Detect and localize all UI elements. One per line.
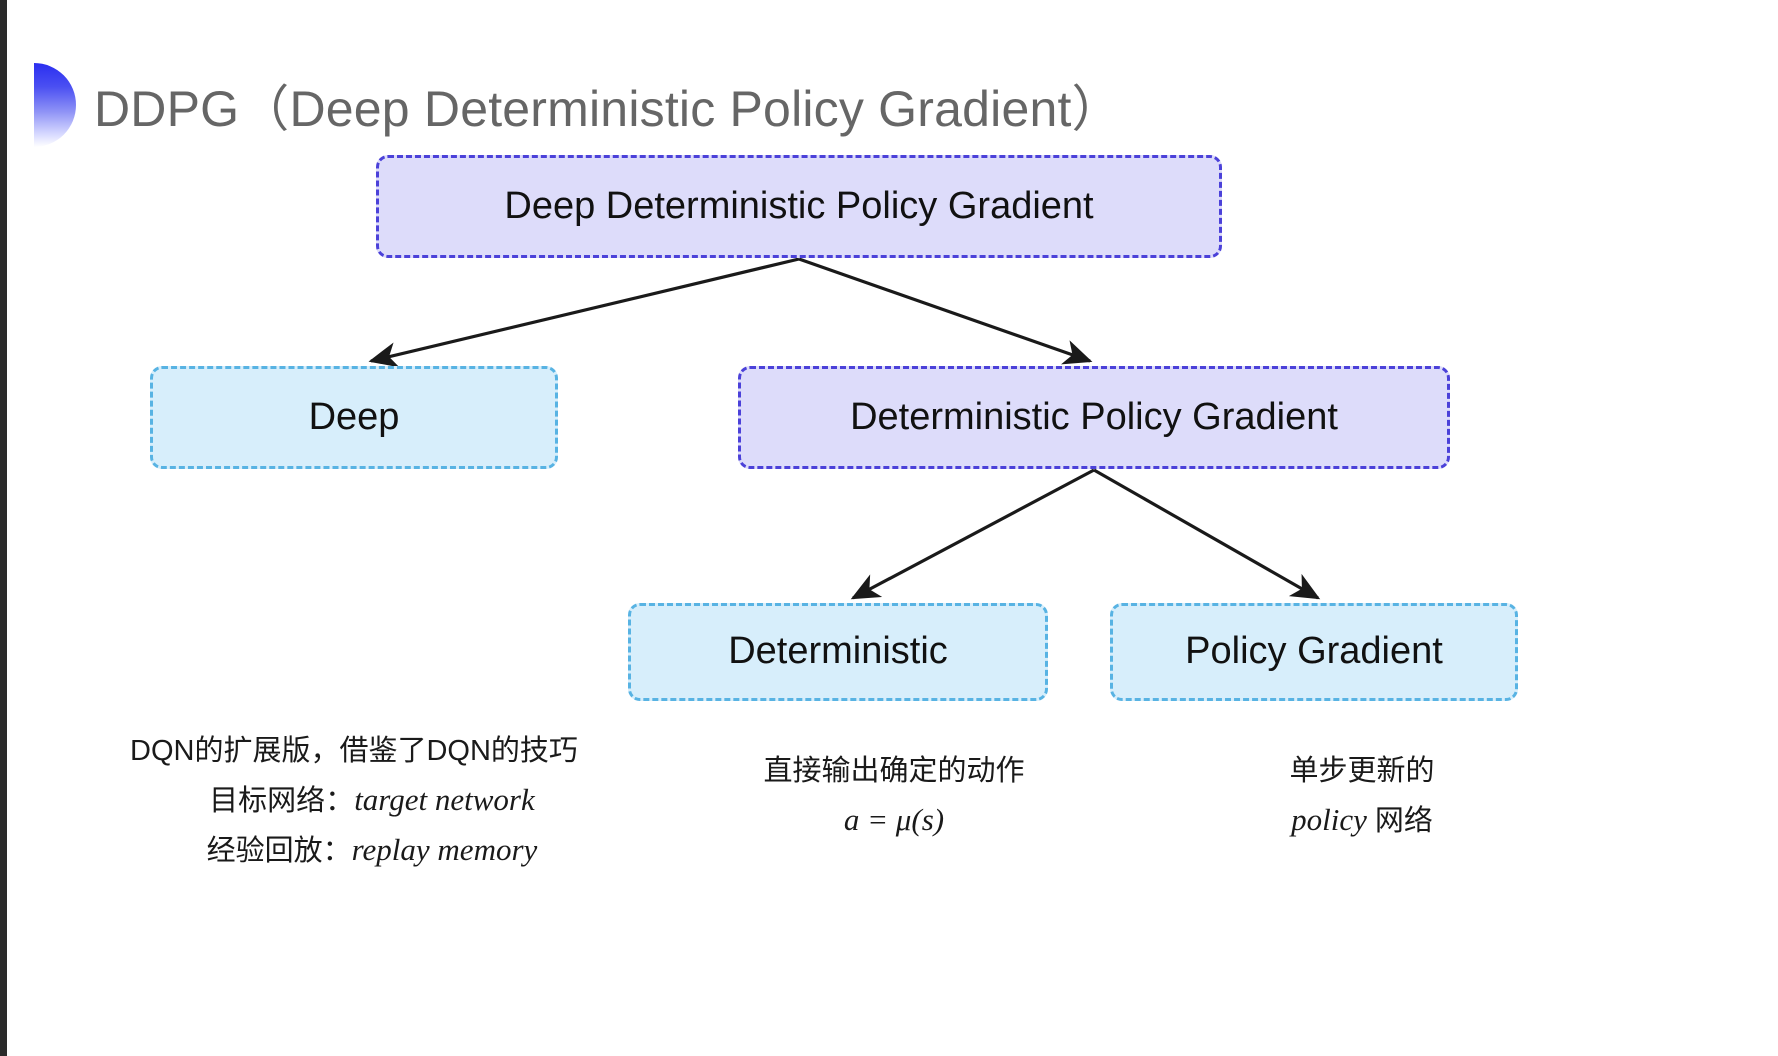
node-label: Policy Gradient [1185,630,1443,673]
annotation-deterministic-line1: 直接输出确定的动作 [763,755,1025,787]
node-deterministic-policy-gradient[interactable]: Deterministic Policy Gradient [738,366,1450,469]
node-label: Deep [308,395,400,438]
node-label: Deterministic [728,630,948,673]
edge-dpg-to-deterministic [850,468,1095,600]
node-deep-deterministic-policy-gradient[interactable]: Deep Deterministic Policy Gradient [376,155,1222,258]
edge-dpg-to-policy-gradient [1093,468,1321,600]
annotation-deep-line2: 目标网络：target network [130,775,578,825]
annotation-policy-gradient-line1: 单步更新的 [1289,755,1435,787]
annotation-policy-gradient-line2: policy 网络 [1242,795,1482,845]
annotation-deep: DQN的扩展版，借鉴了DQN的技巧 目标网络：target network 经验… [130,728,578,875]
annotation-deep-line3-term: replay memory [351,832,538,868]
page-title: DDPG（Deep Deterministic Policy Gradient） [94,81,1122,137]
annotation-deep-line2-term: target network [354,781,535,817]
annotation-policy-gradient-suffix: 网络 [1366,804,1433,837]
annotation-deterministic: 直接输出确定的动作 a = μ(s) [744,748,1044,845]
gradient-circle-icon [34,63,76,147]
edge-root-to-deep [368,257,800,368]
annotation-deep-line1: DQN的扩展版，借鉴了DQN的技巧 [130,735,578,767]
node-deterministic[interactable]: Deterministic [628,603,1048,701]
annotation-deep-line3: 经验回放：replay memory [130,825,578,875]
slide-title-row: DDPG（Deep Deterministic Policy Gradient） [34,62,1122,148]
slide-left-edge-bar [0,0,7,1056]
node-policy-gradient[interactable]: Policy Gradient [1110,603,1518,701]
annotation-deep-line3-label: 经验回放： [206,835,352,868]
node-label: Deterministic Policy Gradient [850,395,1338,438]
edge-root-to-dpg [798,257,1093,365]
annotation-deterministic-formula: a = μ(s) [843,801,945,837]
annotation-policy-gradient: 单步更新的 policy 网络 [1242,748,1482,845]
annotation-policy-gradient-term: policy [1291,801,1367,837]
node-deep[interactable]: Deep [150,366,558,469]
node-label: Deep Deterministic Policy Gradient [504,184,1094,227]
annotation-deep-line2-label: 目标网络： [209,784,355,817]
